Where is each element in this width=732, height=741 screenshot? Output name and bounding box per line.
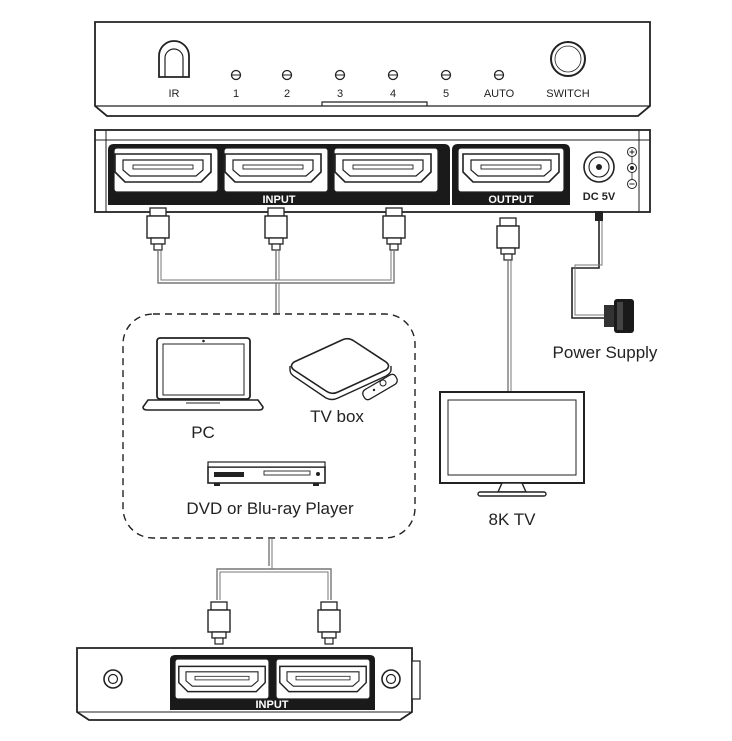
hdmi-input-2-port[interactable]	[224, 153, 322, 183]
remote-control-icon	[362, 373, 398, 401]
port-number-5: 5	[362, 689, 367, 699]
front-panel: IR 1 2 3 4 5 AUTO SWITCH	[94, 21, 651, 117]
laptop-icon	[142, 337, 264, 411]
rear-output-label: OUTPUT	[488, 194, 534, 206]
power-adapter-icon	[604, 299, 634, 333]
ir-label: IR	[169, 88, 180, 100]
led-indicators: 1 2 3 4 5 AUTO	[230, 69, 515, 100]
led-2-icon	[281, 69, 293, 81]
led-1-icon	[230, 69, 242, 81]
hdmi-output-port[interactable]	[462, 153, 560, 183]
port-number-2: 2	[318, 182, 323, 192]
dc-jack-icon[interactable]	[583, 151, 615, 183]
output-cable	[496, 217, 520, 392]
led-auto-icon	[493, 69, 505, 81]
rear-panel: 1 2 3 INPUT OUTPUT DC 5V	[94, 129, 651, 213]
hdmi-plug-3-icon	[382, 207, 406, 251]
power-supply-label: Power Supply	[553, 343, 658, 362]
screw-left-icon	[103, 669, 123, 689]
hdmi-plug-4-icon	[207, 601, 231, 645]
led-auto-label: AUTO	[484, 88, 515, 100]
hdmi-input-3-port[interactable]	[334, 153, 432, 183]
bottom-panel: 4 5 INPUT	[76, 647, 421, 721]
switch-button[interactable]	[550, 41, 586, 77]
ir-sensor-icon	[158, 40, 190, 78]
tv-box-label: TV box	[310, 407, 364, 426]
port-number-4: 4	[261, 689, 266, 699]
port-number-1: 1	[208, 182, 213, 192]
dc-label: DC 5V	[583, 191, 616, 203]
tv-icon	[439, 391, 585, 497]
dvd-label: DVD or Blu-ray Player	[186, 499, 354, 518]
hdmi-plug-5-icon	[317, 601, 341, 645]
hdmi-input-5-port[interactable]	[279, 665, 367, 693]
screw-right-icon	[381, 669, 401, 689]
pc-label: PC	[191, 423, 215, 442]
power-cable	[571, 211, 634, 333]
tv-label: 8K TV	[489, 510, 537, 529]
led-1-label: 1	[233, 88, 239, 100]
led-5-icon	[440, 69, 452, 81]
hdmi-plug-1-icon	[146, 207, 170, 251]
switch-label: SWITCH	[546, 88, 589, 100]
hdmi-input-1-port[interactable]	[114, 153, 212, 183]
led-4-icon	[387, 69, 399, 81]
tv-box-icon	[289, 337, 392, 401]
led-3-icon	[334, 69, 346, 81]
bottom-cables	[207, 538, 341, 645]
hdmi-plug-output-icon	[496, 217, 520, 261]
polarity-icon	[627, 147, 637, 189]
rear-input-label: INPUT	[263, 194, 296, 206]
led-5-label: 5	[443, 88, 449, 100]
input-cables	[146, 207, 406, 314]
hdmi-input-4-port[interactable]	[178, 665, 266, 693]
port-number-3: 3	[428, 182, 433, 192]
led-3-label: 3	[337, 88, 343, 100]
led-4-label: 4	[390, 88, 396, 100]
led-2-label: 2	[284, 88, 290, 100]
bottom-input-label: INPUT	[256, 699, 289, 711]
hdmi-plug-2-icon	[264, 207, 288, 251]
dvd-player-icon	[207, 461, 326, 486]
